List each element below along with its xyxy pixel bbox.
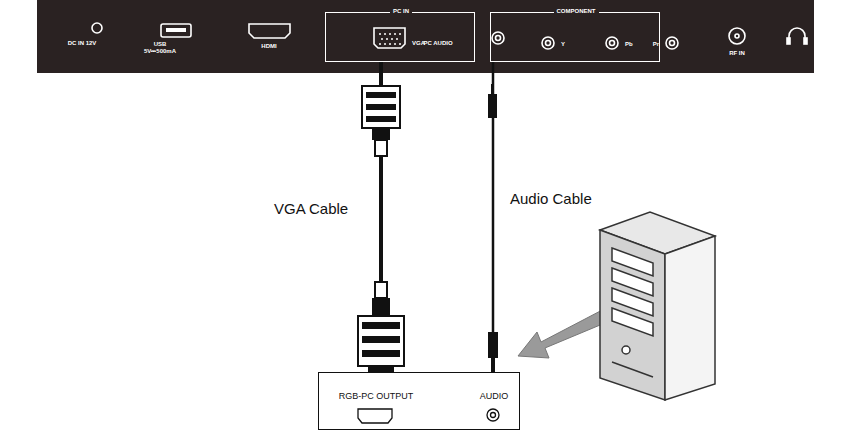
pc-audio-jack bbox=[492, 32, 504, 44]
vga-plug-bottom bbox=[358, 282, 404, 372]
y-jack bbox=[542, 37, 554, 49]
port-label: COMPONENT bbox=[554, 8, 599, 15]
audio-cable-label: Audio Cable bbox=[508, 190, 594, 207]
tv-back-panel bbox=[37, 0, 814, 73]
port-label: PC AUDIO bbox=[423, 40, 452, 47]
port-label: DC IN 12V bbox=[68, 40, 97, 47]
dc-jack bbox=[92, 23, 102, 33]
audio-plug-bottom bbox=[488, 332, 498, 372]
port-label: Y bbox=[561, 41, 565, 48]
vga-cable-label: VGA Cable bbox=[272, 200, 350, 217]
pc-vga-output-port bbox=[358, 409, 392, 423]
pb-jack bbox=[606, 37, 618, 49]
vga-port bbox=[374, 28, 405, 48]
usb-port bbox=[161, 24, 191, 37]
rf-jack bbox=[729, 28, 745, 44]
port-label: HDMI bbox=[261, 43, 276, 50]
port-label: Pr bbox=[653, 41, 659, 48]
port-label: USB 5V⎓500mA bbox=[138, 41, 182, 54]
port-label: RGB-PC OUTPUT bbox=[339, 392, 414, 402]
headphone-icon bbox=[789, 28, 805, 42]
hdmi-port bbox=[249, 24, 290, 38]
pr-jack bbox=[666, 37, 678, 49]
port-label: VGA bbox=[412, 40, 425, 47]
pc-in-group: PC INVGAPC AUDIO bbox=[325, 12, 475, 62]
port-label: AUDIO bbox=[480, 392, 509, 402]
port-label: Pb bbox=[625, 41, 633, 48]
pc-audio-output-jack bbox=[487, 409, 499, 421]
vga-plug-top bbox=[362, 86, 400, 156]
port-label: RF IN bbox=[729, 50, 745, 57]
pc-output-box: RGB-PC OUTPUT AUDIO bbox=[318, 372, 520, 430]
tv-back-panel: DC IN 12VUSB 5V⎓500mAHDMIRF INPC INVGAPC… bbox=[37, 0, 814, 73]
component-group: COMPONENTYPbPr bbox=[490, 12, 660, 62]
port-label: PC IN bbox=[390, 8, 412, 15]
pc-tower bbox=[600, 212, 715, 400]
audio-plug-top bbox=[488, 84, 497, 118]
